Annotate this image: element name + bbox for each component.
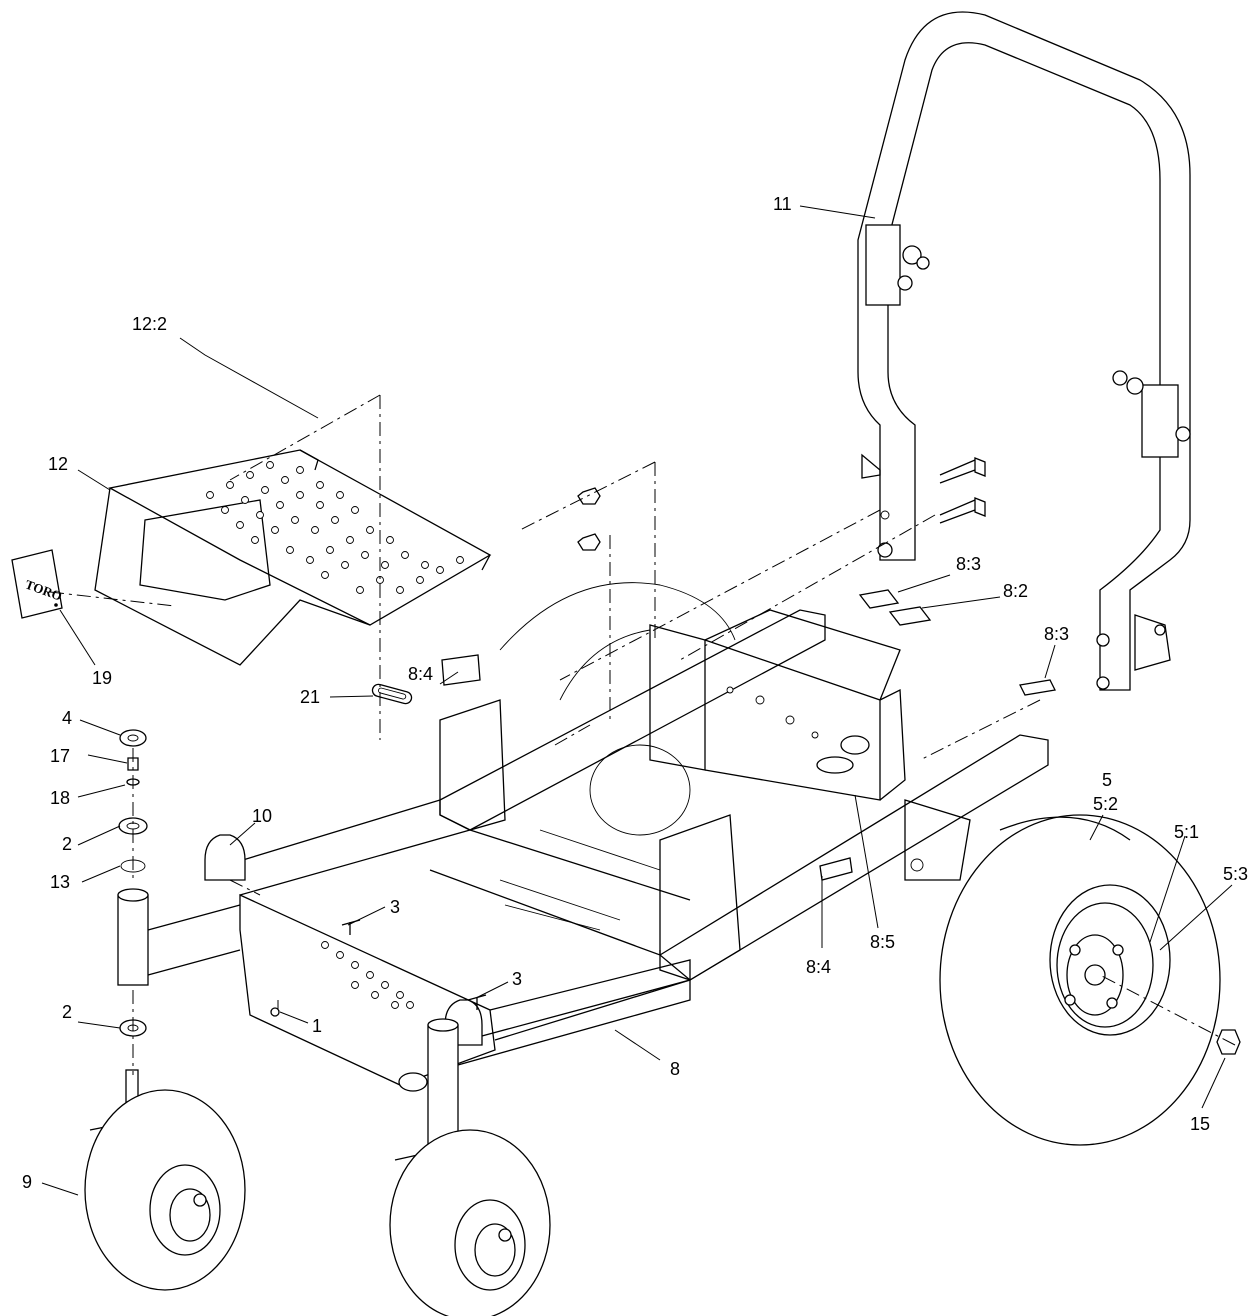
callout-15: 15 [1190, 1114, 1210, 1134]
callout-12: 12 [48, 454, 68, 474]
callout-12-2: 12:2 [132, 314, 167, 334]
front-caster-left [84, 1069, 246, 1291]
callout-5-3: 5:3 [1223, 864, 1248, 884]
callout-8-5: 8:5 [870, 932, 895, 952]
callout-labels: 11 12:2 12 19 8:3 8:2 8:3 8:4 21 4 17 18… [22, 194, 1248, 1192]
front-caster-right [389, 1018, 551, 1316]
callout-8-2: 8:2 [1003, 581, 1028, 601]
rear-wheel [939, 814, 1241, 1146]
toro-decal: TORO [11, 549, 64, 619]
callout-8-4a: 8:4 [408, 664, 433, 684]
callout-1: 1 [312, 1016, 322, 1036]
hardware-nuts [577, 487, 601, 551]
callout-8-3b: 8:3 [1044, 624, 1069, 644]
callout-2a: 2 [62, 834, 72, 854]
callout-8-4b: 8:4 [806, 957, 831, 977]
callout-10: 10 [252, 806, 272, 826]
callout-8: 8 [670, 1059, 680, 1079]
seat-pan-holes [206, 461, 464, 594]
roll-bar [857, 11, 1191, 691]
callout-17: 17 [50, 746, 70, 766]
seat-pan [94, 449, 492, 666]
callout-5-1: 5:1 [1174, 822, 1199, 842]
callout-2b: 2 [62, 1002, 72, 1022]
callout-4: 4 [62, 708, 72, 728]
callout-11: 11 [773, 194, 792, 214]
callout-3b: 3 [512, 969, 522, 989]
callout-13: 13 [50, 872, 70, 892]
callout-21: 21 [300, 687, 320, 707]
leader-lines [41, 205, 1233, 1196]
main-frame [117, 582, 1056, 1092]
cross-plate-holes [321, 941, 414, 1009]
assembly-lines [49, 394, 1236, 1075]
callout-5-2: 5:2 [1093, 794, 1118, 814]
callout-8-3a: 8:3 [956, 554, 981, 574]
callout-5: 5 [1102, 770, 1112, 790]
callout-18: 18 [50, 788, 70, 808]
callout-19: 19 [92, 668, 112, 688]
strap [371, 683, 413, 705]
callout-3a: 3 [390, 897, 400, 917]
callout-9: 9 [22, 1172, 32, 1192]
